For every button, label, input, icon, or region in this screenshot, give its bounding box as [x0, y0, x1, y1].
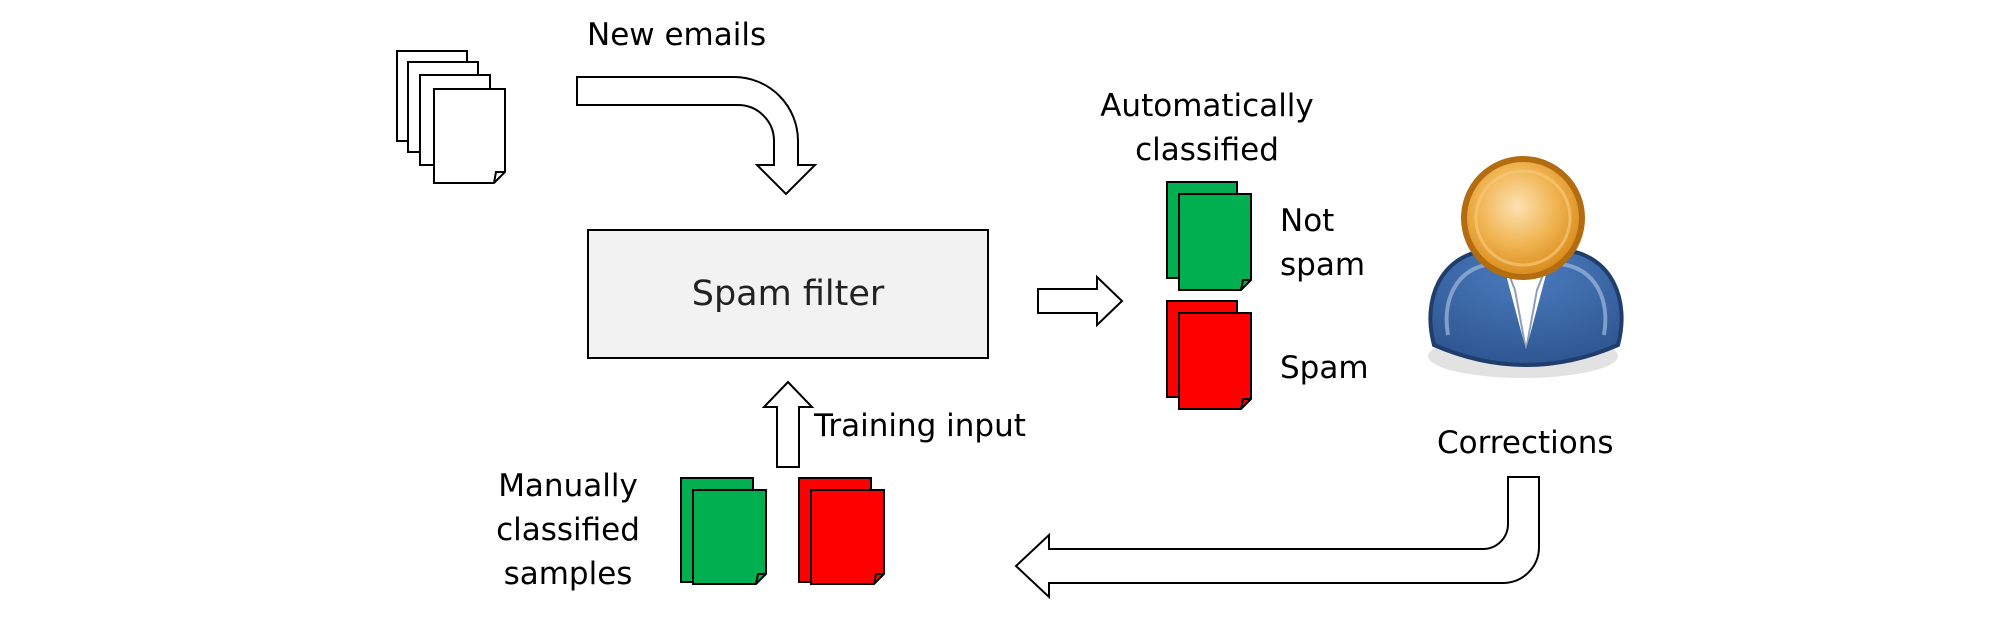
- auto-classified-label-line2: classified: [1135, 132, 1279, 168]
- manual-classified-label-line1: Manually: [498, 468, 638, 504]
- new-emails-label: New emails: [587, 17, 767, 53]
- auto-classified-label-line1: Automatically: [1100, 88, 1314, 124]
- document-stack-icon: [396, 50, 506, 184]
- not-spam-documents: [1166, 181, 1252, 291]
- not-spam-label-line2: spam: [1280, 247, 1366, 283]
- output-arrow: [1037, 274, 1124, 328]
- spam-filter-box: Spam filter: [587, 229, 989, 359]
- spam-filter-label: Spam filter: [691, 274, 885, 314]
- user-icon: [1428, 156, 1624, 378]
- new-emails-arrow: [576, 76, 818, 196]
- not-spam-label-line1: Not: [1280, 203, 1335, 239]
- manual-classified-label-line2: classified: [496, 512, 640, 548]
- training-input-label: Training input: [814, 408, 1026, 444]
- spam-label: Spam: [1280, 350, 1369, 386]
- manual-not-spam-documents: [680, 477, 767, 585]
- manual-classified-label-line3: samples: [503, 556, 633, 592]
- training-input-arrow: [761, 380, 815, 468]
- corrections-label: Corrections: [1437, 425, 1614, 461]
- corrections-arrow: [1014, 476, 1540, 600]
- spam-documents: [1166, 300, 1252, 410]
- manual-spam-documents: [798, 477, 885, 585]
